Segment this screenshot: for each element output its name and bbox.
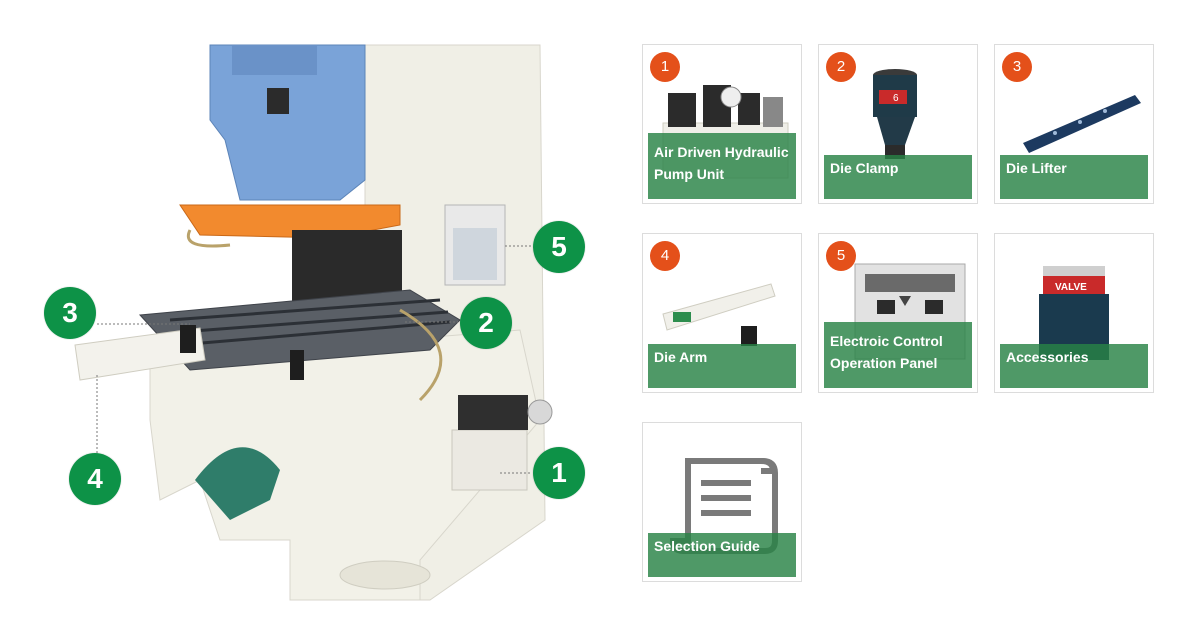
card-badge: 4 bbox=[650, 241, 680, 271]
callout-4: 4 bbox=[69, 453, 121, 505]
die-lifter-icon bbox=[1023, 95, 1141, 153]
product-card-die-lifter[interactable]: 3 Die Lifter bbox=[994, 44, 1154, 204]
card-label: Die Clamp bbox=[824, 155, 972, 199]
product-card-control-panel[interactable]: 5 Electroic Control Operation Panel bbox=[818, 233, 978, 393]
callout-5: 5 bbox=[533, 221, 585, 273]
press-machine-illustration bbox=[74, 44, 553, 601]
callout-1: 1 bbox=[533, 447, 585, 499]
card-label: Air Driven Hydraulic Pump Unit bbox=[648, 133, 796, 199]
card-badge: 2 bbox=[826, 52, 856, 82]
product-card-selection-guide[interactable]: Selection Guide bbox=[642, 422, 802, 582]
card-label: Die Arm bbox=[648, 344, 796, 388]
press-machine-diagram: 1 2 3 4 5 bbox=[44, 44, 585, 601]
card-badge: 5 bbox=[826, 241, 856, 271]
product-card-die-arm[interactable]: 4 Die Arm bbox=[642, 233, 802, 393]
card-label: Electroic Control Operation Panel bbox=[824, 322, 972, 388]
card-badge: 3 bbox=[1002, 52, 1032, 82]
card-label: Accessories bbox=[1000, 344, 1148, 388]
callout-3: 3 bbox=[44, 287, 96, 339]
product-card-die-clamp[interactable]: 6 2 Die Clamp bbox=[818, 44, 978, 204]
callout-2: 2 bbox=[460, 297, 512, 349]
card-label: Die Lifter bbox=[1000, 155, 1148, 199]
product-card-hydraulic-pump[interactable]: 1 Air Driven Hydraulic Pump Unit bbox=[642, 44, 802, 204]
valve-label-text: VALVE bbox=[1055, 282, 1087, 293]
die-arm-icon bbox=[662, 283, 776, 346]
card-badge: 1 bbox=[650, 52, 680, 82]
product-card-accessories[interactable]: VALVE Accessories bbox=[994, 233, 1154, 393]
clamp-label-text: 6 bbox=[893, 93, 899, 104]
card-label: Selection Guide bbox=[648, 533, 796, 577]
